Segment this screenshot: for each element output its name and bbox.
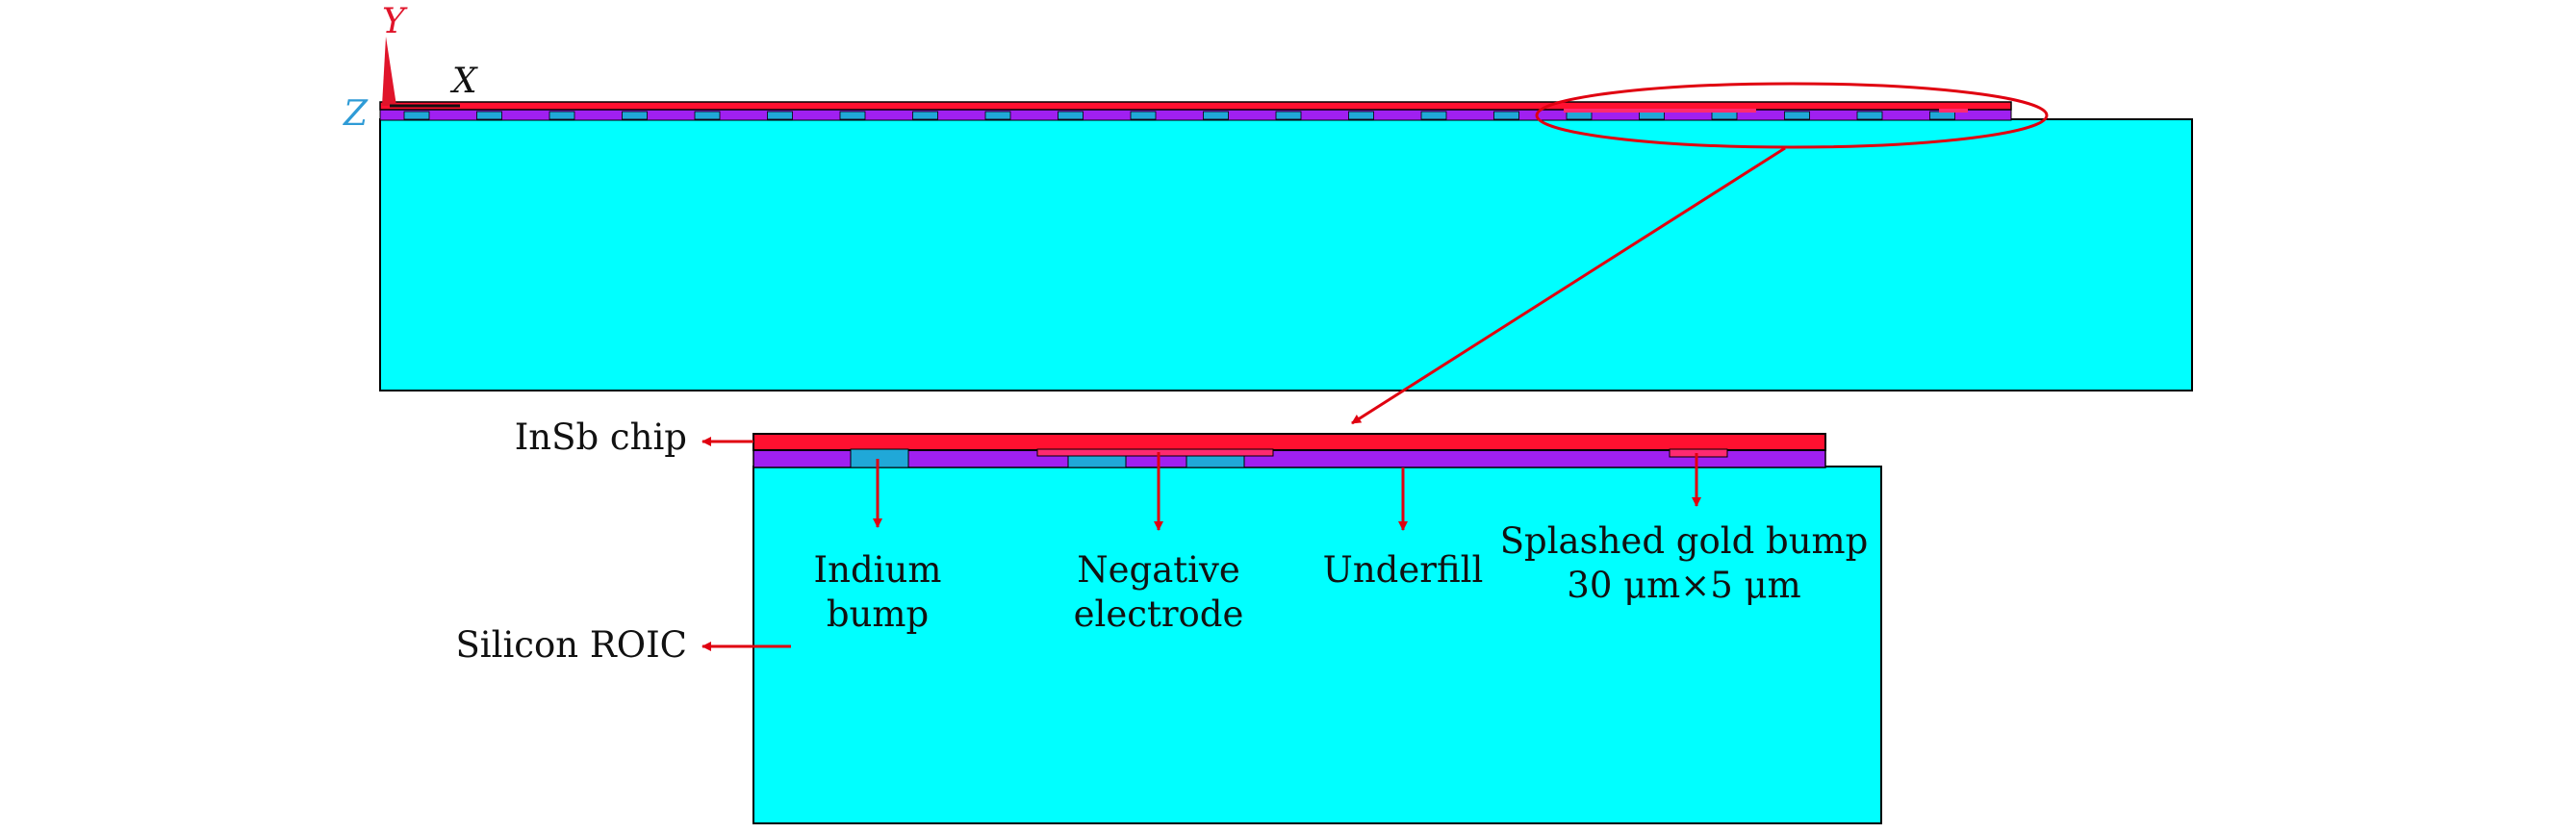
overview-bump — [1348, 111, 1374, 120]
overview-chip-layer — [379, 101, 2012, 111]
overview-bump — [476, 111, 502, 120]
overview-bump — [694, 111, 721, 120]
overview-bump — [1130, 111, 1157, 120]
overview-bump — [1058, 111, 1084, 120]
label-indium-bump-line2: bump — [826, 593, 930, 635]
overview-bump — [767, 111, 793, 120]
overview-electrode — [1564, 109, 1756, 113]
overview-structure — [379, 101, 2193, 391]
overview-silicon-substrate — [379, 118, 2193, 391]
overview-bump — [548, 111, 575, 120]
overview-bump — [1493, 111, 1519, 120]
y-axis-arrow — [382, 37, 396, 106]
detail-electrode-bump-left — [1067, 455, 1127, 468]
label-underfill: Underfill — [1322, 549, 1484, 591]
detail-insb-chip — [752, 433, 1826, 451]
label-negative-electrode-line2: electrode — [1073, 593, 1244, 635]
detail-underfill-layer — [752, 448, 1826, 468]
overview-bump — [1784, 111, 1810, 120]
overview-bump — [1856, 111, 1883, 120]
overview-bump — [403, 111, 430, 120]
label-negative-electrode: Negative electrode — [1043, 548, 1274, 637]
zoom-ellipse — [1535, 82, 2049, 149]
zoom-arrow — [1351, 146, 1786, 425]
overview-bump — [1711, 111, 1738, 120]
label-silicon-roic: Silicon ROIC — [455, 624, 687, 666]
label-gold-bump-line1: Splashed gold bump — [1499, 520, 1869, 562]
overview-bump — [622, 111, 648, 120]
overview-bump — [912, 111, 938, 120]
detail-indium-bump — [850, 448, 909, 468]
label-gold-bump: Splashed gold bump 30 μm×5 μm — [1482, 519, 1886, 608]
overview-bump — [1420, 111, 1447, 120]
y-axis-label: Y — [382, 2, 405, 41]
label-arrows — [701, 437, 1701, 651]
overview-bump — [1275, 111, 1302, 120]
overview-bump — [1639, 111, 1665, 120]
overview-bump — [984, 111, 1011, 120]
detail-negative-electrode — [1036, 448, 1274, 457]
label-indium-bump: Indium bump — [781, 548, 974, 637]
overview-bump — [1203, 111, 1229, 120]
z-axis-label: Z — [344, 94, 369, 134]
overview-indium-bumps — [403, 111, 1955, 120]
detail-structure — [752, 433, 1882, 824]
label-gold-bump-line2: 30 μm×5 μm — [1567, 565, 1801, 606]
detail-gold-bump — [1669, 448, 1728, 458]
label-indium-bump-line1: Indium — [813, 549, 942, 591]
overview-bump — [1929, 111, 1955, 120]
label-negative-electrode-line1: Negative — [1077, 549, 1240, 591]
overview-gold-bump — [1939, 109, 1968, 113]
coordinate-axes — [382, 37, 460, 108]
overview-bump — [839, 111, 866, 120]
overview-bump — [1566, 111, 1593, 120]
detail-electrode-bump-right — [1186, 455, 1245, 468]
label-insb-chip: InSb chip — [514, 416, 687, 458]
x-axis-label: X — [452, 62, 477, 101]
